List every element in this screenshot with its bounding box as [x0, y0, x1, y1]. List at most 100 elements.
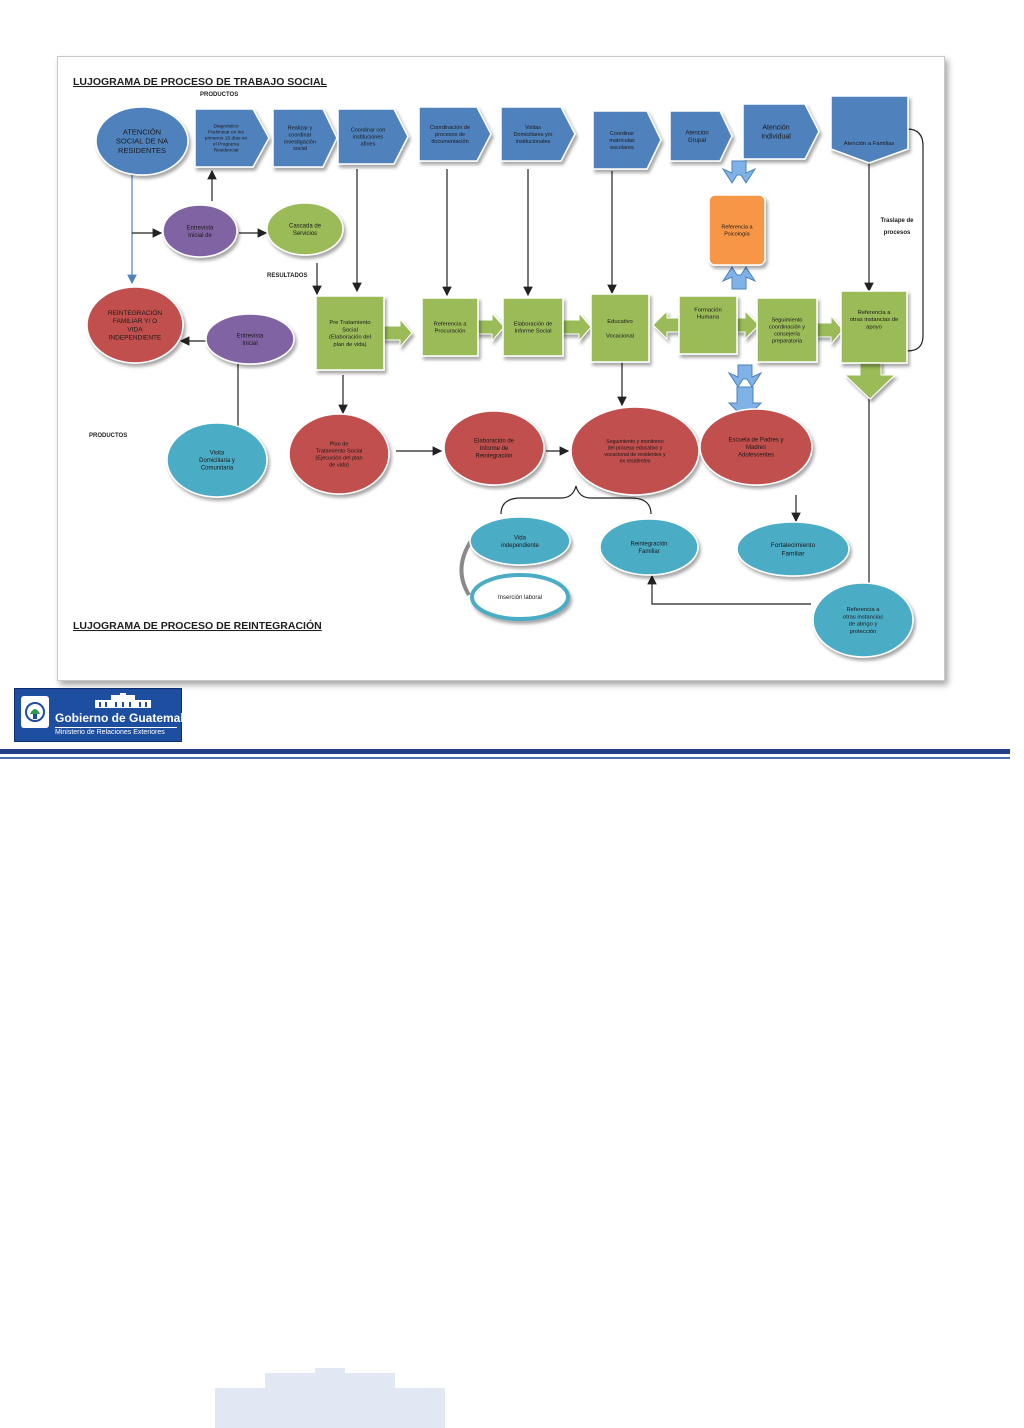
chevron-icon: [721, 160, 757, 184]
node-shape: [756, 297, 818, 363]
node-label-r1: Social: [342, 327, 358, 333]
node-label-r3: Informe Social: [514, 329, 551, 335]
node-shape: [205, 313, 295, 365]
node-arrow: [843, 360, 897, 400]
diagram-frame: LUJOGRAMA DE PROCESO DE TRABAJO SOCIAL P…: [57, 56, 945, 681]
node-label-r4: Vocacional: [606, 333, 634, 339]
node-label-cascada: Cascada de: [289, 223, 322, 229]
node-arrow: [814, 314, 844, 346]
node-label-entrevista_inicial_1: Entrevista: [187, 225, 214, 231]
node-label-escuela_padres: Adolescentes: [738, 453, 774, 459]
node-label-r6: preparatoria: [772, 338, 803, 344]
node-label-r6: coordinación y: [769, 324, 805, 330]
chevron-mid: [721, 266, 757, 290]
chevron-top: [721, 160, 757, 184]
node-label-p9: Atención a Familias: [844, 141, 895, 147]
node-label-reintegracion_vida: FAMILIAR Y/ O: [113, 318, 157, 325]
node-label-plan_tratamiento: Tratamiento Social: [316, 448, 362, 454]
coat-of-arms-icon: [21, 696, 49, 728]
node-shape: [266, 202, 344, 256]
node-shape: [669, 110, 733, 162]
node-label-r6: Seguimiento: [771, 317, 802, 323]
node-label-visita_domiciliaria: Domiciliaria y: [199, 458, 235, 464]
node-label-p3: afines: [361, 141, 376, 147]
node-label-escuela_padres: Madres: [746, 445, 766, 451]
node-shape: [502, 297, 564, 357]
node-label-reintegracion_familiar: Reintegración: [630, 541, 667, 547]
node-label-informe_reintegracion: Elaboración de: [474, 439, 515, 445]
logo-subtitle: Ministerio de Relaciones Exteriores: [55, 727, 177, 736]
node-shape: [418, 106, 492, 162]
node-label-p2: coordinar: [289, 132, 312, 138]
node-label-r3: Elaboración de: [514, 321, 553, 327]
node-label-p5: Visitas: [525, 125, 541, 131]
node-label-escuela_padres: Escuela de Padres y: [728, 438, 783, 444]
node-label-seguimiento_monitoreo: del proceso educativo y: [608, 446, 663, 452]
node-label-p5: Domiciliares y/o: [514, 132, 553, 138]
node-label-p4: documentación: [431, 139, 468, 145]
node-shape: [570, 406, 700, 496]
node-label-informe_reintegracion: Informe de: [480, 446, 509, 452]
node-label-r7: otras instancias de: [850, 317, 898, 323]
node-label-p5: institucionales: [516, 139, 551, 145]
node-shape: [742, 103, 820, 160]
traslape-text: Traslape de: [880, 218, 914, 224]
node-label-p1: Residencial: [214, 148, 239, 154]
palace-watermark: [215, 1368, 445, 1428]
node-label-atencion_social: SOCIAL DE NA: [116, 137, 168, 146]
node-shape: [86, 286, 184, 364]
node-r3: Elaboración de Informe Social: [502, 297, 592, 357]
node-label-reintegracion_vida: VIDA: [127, 326, 143, 333]
label-productos-top: PRODUCTOS: [200, 92, 238, 98]
node-label-referencia_psicologia: Psicología: [724, 231, 750, 237]
node-shape: [337, 108, 409, 165]
node-shape: [288, 413, 390, 495]
node-label-entrevista_inicial_2: Inicial: [242, 341, 257, 347]
node-shape: [678, 295, 738, 355]
node-shape: [830, 95, 909, 164]
node-shape: [592, 110, 662, 170]
node-label-p8: Individual: [761, 133, 791, 140]
node-label-seguimiento_monitoreo: Seguimiento y monitoreo: [606, 439, 663, 445]
node-label-r1: plan de vida): [333, 342, 366, 348]
node-label-seguimiento_monitoreo: ex residentes: [620, 459, 651, 465]
node-arrow: [652, 309, 680, 341]
node-label-atencion_social: ATENCIÓN: [123, 127, 161, 136]
node-label-r4: Educativo: [607, 319, 632, 325]
node-label-vida_independiente: independiente: [501, 543, 539, 549]
node-arrow: [735, 309, 760, 341]
node-label-plan_tratamiento: Plan de: [330, 441, 349, 447]
government-logo: Gobierno de Guatemala Ministerio de Rela…: [14, 688, 190, 742]
footer-rule-thick: [0, 749, 1010, 754]
node-label-p6: Coordinar: [610, 131, 634, 137]
node-p9: Atención a Familias: [830, 95, 909, 164]
node-shape: [699, 408, 813, 486]
node-label-fortalecimiento: Familiar: [781, 550, 805, 557]
curved-arrow: [459, 539, 473, 597]
node-label-p1: Preliminar en los: [208, 130, 244, 136]
node-label-atencion_social: RESIDENTES: [118, 146, 166, 155]
node-label-reintegracion_familiar: Familiar: [638, 549, 659, 555]
node-shape: [708, 194, 766, 266]
node-label-plan_tratamiento: (Ejecución del plan: [315, 455, 362, 461]
node-label-p2: social: [293, 146, 307, 152]
node-arrow: [475, 311, 505, 343]
node-label-p4: Coordinación de: [430, 125, 470, 131]
node-insercion: Inserción laboral: [470, 573, 570, 621]
node-label-p2: investigación: [284, 139, 316, 145]
node-shape: [590, 293, 650, 363]
palace-icon: [95, 693, 151, 708]
